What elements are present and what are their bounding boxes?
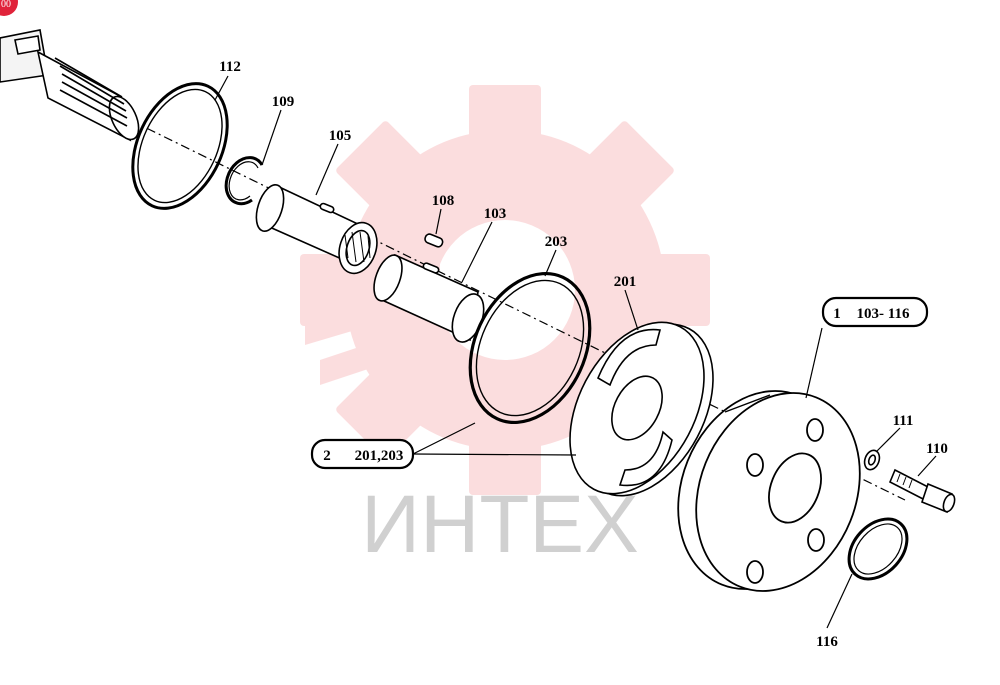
callout-201: 201 (614, 274, 637, 290)
washer-111 (863, 449, 881, 471)
bolt-110 (888, 468, 956, 514)
callout-109: 109 (272, 94, 295, 110)
watermark-text: ИНТЕХ (361, 479, 639, 570)
sleeve-103 (373, 253, 485, 343)
corner-badge: 00 (0, 0, 18, 16)
callout-116: 116 (816, 634, 838, 650)
center-axis-line (129, 119, 906, 501)
assembly-1-qty: 1 (833, 306, 841, 322)
corner-badge-text: 00 (1, 0, 11, 10)
assembly-2-range: 201,203 (355, 448, 404, 464)
snap-ring-109 (224, 156, 264, 206)
splined-shaft (0, 29, 140, 142)
seal-ring-203 (468, 271, 592, 425)
callout-105: 105 (329, 128, 352, 144)
callout-203: 203 (545, 234, 568, 250)
o-ring-116 (847, 517, 909, 581)
assembly-label-1: 1 103- 116 (821, 296, 929, 328)
bushing-105 (255, 183, 378, 275)
assembly-1-range: 103- 116 (857, 306, 910, 322)
callout-108: 108 (432, 193, 455, 209)
assembly-label-2: 2 201,203 (310, 438, 415, 470)
key-108 (424, 233, 444, 248)
housing (677, 390, 861, 592)
callout-111: 111 (893, 413, 914, 429)
callout-112: 112 (219, 59, 241, 75)
leader-lines (214, 75, 937, 629)
callout-110: 110 (926, 441, 948, 457)
port-plate-201 (569, 321, 714, 497)
ring-112 (131, 82, 229, 210)
callout-103: 103 (484, 206, 507, 222)
assembly-2-qty: 2 (323, 448, 331, 464)
